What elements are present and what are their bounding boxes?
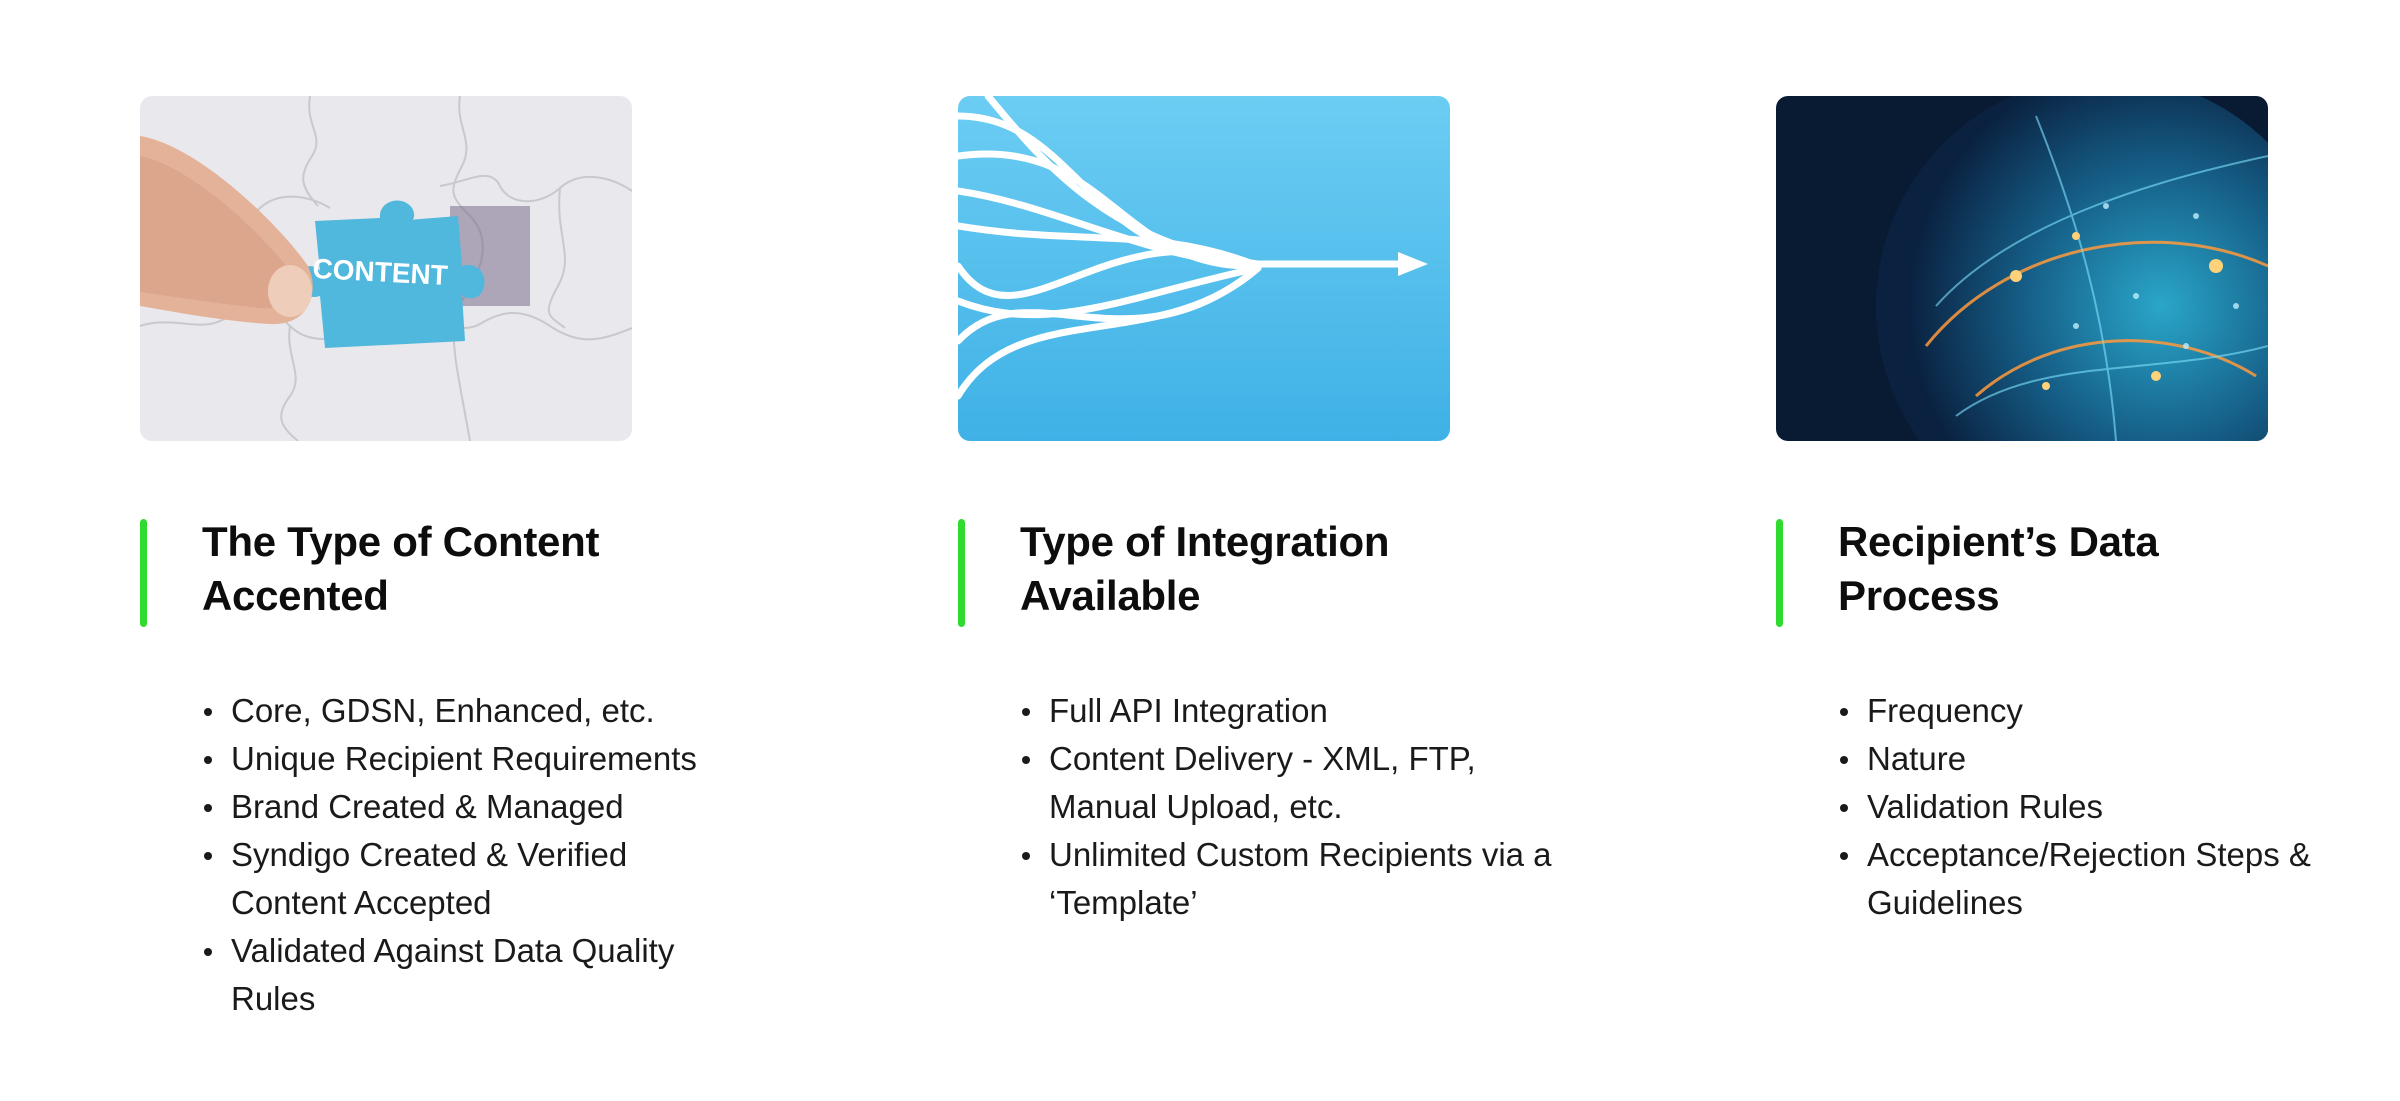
card-data-process: Recipient’s Data Process Frequency Natur… [1776,96,2400,927]
accent-bar [140,519,147,627]
list-item-text: Brand Created & Managed [231,788,624,825]
list-item-text: Nature [1867,740,1967,777]
heading-block: Recipient’s Data Process [1776,515,2400,627]
list-item: Unique Recipient Requirements [204,735,751,783]
bullet-icon [1022,756,1030,764]
list-item-text: Validation Rules [1867,788,2104,825]
list-item: Core, GDSN, Enhanced, etc. [204,687,751,735]
list-item: Brand Created & Managed [204,783,751,831]
card-title: The Type of Content Accented [202,515,840,623]
list-item-text: Unlimited Custom Recipients via a ‘Templ… [1049,836,1552,921]
bullet-icon [204,804,212,812]
list-item: Unlimited Custom Recipients via a ‘Templ… [1022,831,1569,927]
list-item: Syndigo Created & Verified Content Accep… [204,831,751,927]
bullet-icon [1840,804,1848,812]
card-title-line-1: Recipient’s Data [1838,518,2159,565]
bullet-icon [204,756,212,764]
bullet-icon [204,708,212,716]
list-item-text: Content Delivery - XML, FTP, Manual Uplo… [1049,740,1476,825]
list-item-text: Core, GDSN, Enhanced, etc. [231,692,655,729]
list-item-text: Unique Recipient Requirements [231,740,697,777]
list-item: Validation Rules [1840,783,2387,831]
bullet-icon [204,948,212,956]
list-item-text: Syndigo Created & Verified Content Accep… [231,836,628,921]
bullet-list: Full API Integration Content Delivery - … [958,687,1658,927]
card-title-line-2: Process [1838,572,2000,619]
bullet-list: Frequency Nature Validation Rules Accept… [1776,687,2400,927]
list-item: Content Delivery - XML, FTP, Manual Uplo… [1022,735,1569,831]
puzzle-label: CONTENT [312,253,449,291]
bullet-list: Core, GDSN, Enhanced, etc. Unique Recipi… [140,687,840,1023]
card-title-line-1: Type of Integration [1020,518,1390,565]
heading-block: Type of Integration Available [958,515,1658,627]
bullet-icon [1022,708,1030,716]
card-title-line-1: The Type of Content [202,518,600,565]
card-title: Recipient’s Data Process [1838,515,2400,623]
puzzle-content-image: CONTENT [140,96,632,441]
list-item: Frequency [1840,687,2387,735]
card-title: Type of Integration Available [1020,515,1658,623]
bullet-icon [1022,852,1030,860]
list-item: Validated Against Data Quality Rules [204,927,751,1023]
accent-bar [958,519,965,627]
list-item: Acceptance/Rejection Steps & Guidelines [1840,831,2387,927]
bullet-icon [1840,708,1848,716]
data-globe-image [1776,96,2268,441]
accent-bar [1776,519,1783,627]
list-item-text: Frequency [1867,692,2023,729]
list-item-text: Validated Against Data Quality Rules [231,932,675,1017]
bullet-icon [1840,852,1848,860]
card-title-line-2: Accented [202,572,389,619]
bullet-icon [204,852,212,860]
card-content-type: CONTENT The Type of Content Accented Cor… [140,96,840,1023]
list-item: Nature [1840,735,2387,783]
list-item-text: Acceptance/Rejection Steps & Guidelines [1867,836,2311,921]
list-item: Full API Integration [1022,687,1569,735]
card-integration-type: Type of Integration Available Full API I… [958,96,1658,927]
bullet-icon [1840,756,1848,764]
converging-arrows-image [958,96,1450,441]
list-item-text: Full API Integration [1049,692,1328,729]
card-title-line-2: Available [1020,572,1201,619]
heading-block: The Type of Content Accented [140,515,840,627]
